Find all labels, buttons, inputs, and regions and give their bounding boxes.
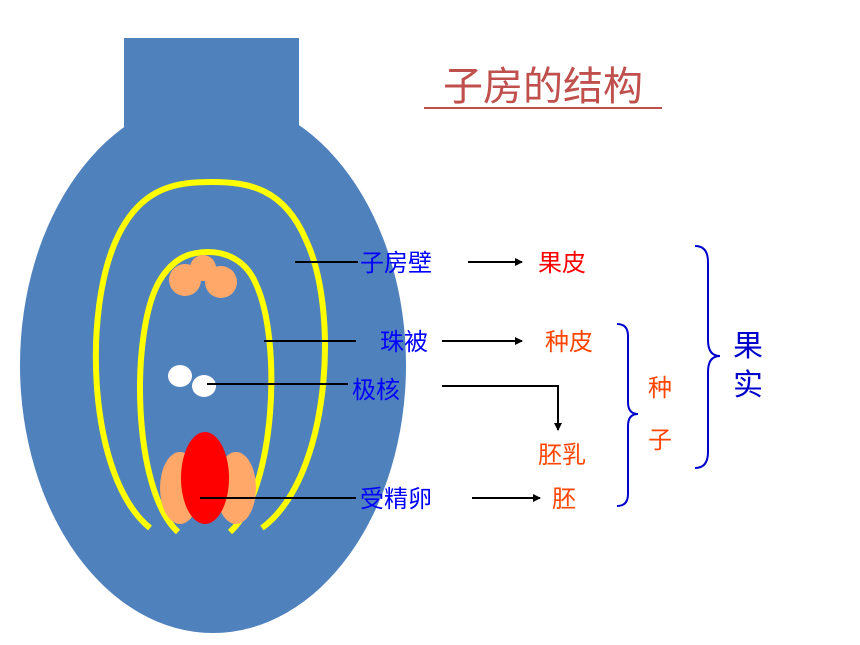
product-endosperm: 胚乳 [538,441,586,469]
label-integument: 珠被 [380,328,428,356]
label-polar-nuclei: 极核 [352,376,400,404]
polar-nucleus-2 [192,375,216,397]
ovary-wall-outline [92,178,328,531]
ovary [20,38,406,633]
fruit-char-2: 实 [733,368,763,403]
diagram-title: 子房的结构 [443,64,643,110]
product-embryo: 胚 [552,485,576,513]
polar-nucleus-1 [168,365,192,387]
label-fertilized-egg: 受精卵 [360,485,432,513]
product-seed-coat: 种皮 [545,328,593,356]
label-ovary-wall: 子房壁 [360,249,432,277]
integument-outline [137,248,275,535]
arrow-polar-nuclei [442,385,562,431]
fertilized-egg [181,432,229,524]
egg-apparatus [160,432,256,524]
fruit-brace [694,245,721,469]
seed-char-1: 种 [648,374,672,402]
ovary-body [20,97,406,633]
seed-char-2: 子 [648,426,672,454]
seed-brace [616,323,639,507]
fruit-char-1: 果 [733,329,763,364]
antipodal-tissue [169,255,237,298]
product-pericarp: 果皮 [538,249,586,277]
